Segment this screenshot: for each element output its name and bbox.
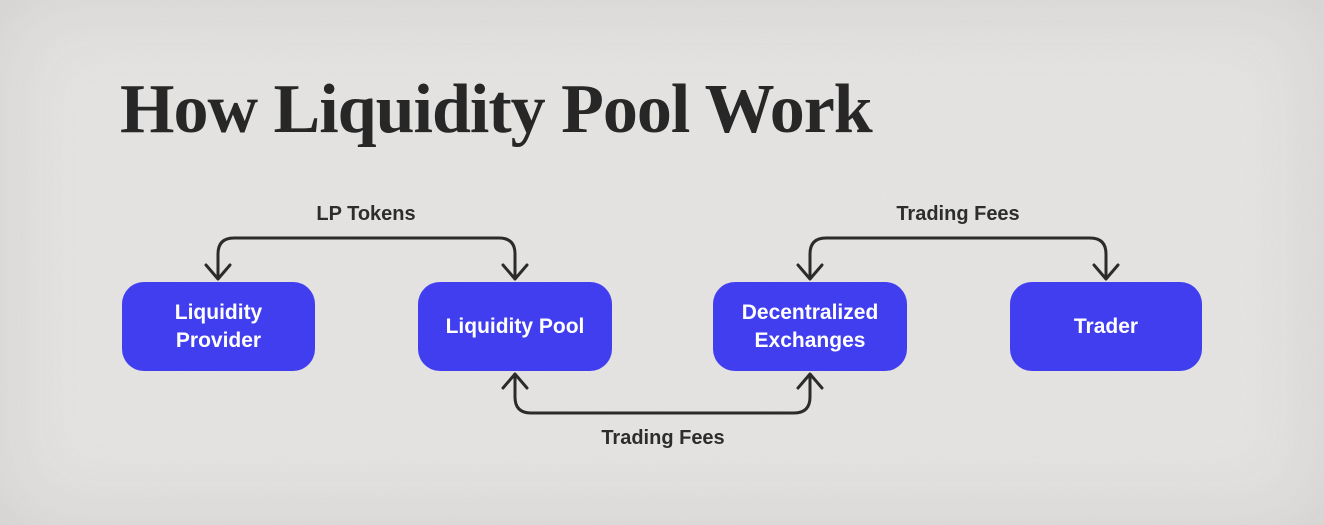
- arrow-down-icon: [1092, 263, 1120, 281]
- arrow-up-icon: [796, 372, 824, 390]
- page-title: How Liquidity Pool Work: [120, 71, 873, 148]
- edge-label-lp-tokens: LP Tokens: [316, 203, 416, 225]
- arrow-down-icon: [501, 263, 529, 281]
- node-liquidity-pool: Liquidity Pool: [418, 282, 612, 371]
- edge-lp-tokens: [204, 236, 529, 281]
- arrow-down-icon: [204, 263, 232, 281]
- arrow-down-icon: [796, 263, 824, 281]
- node-decentralized-exchanges: Decentralized Exchanges: [713, 282, 907, 371]
- node-liquidity-provider: Liquidity Provider: [122, 282, 315, 371]
- edge-label-trading-fees-bottom: Trading Fees: [601, 427, 725, 449]
- arrow-up-icon: [501, 372, 529, 390]
- edge-trading-fees-bottom: [501, 372, 824, 415]
- edge-trading-fees-top: [796, 236, 1120, 281]
- node-trader: Trader: [1010, 282, 1202, 371]
- edge-label-trading-fees-top: Trading Fees: [896, 203, 1020, 225]
